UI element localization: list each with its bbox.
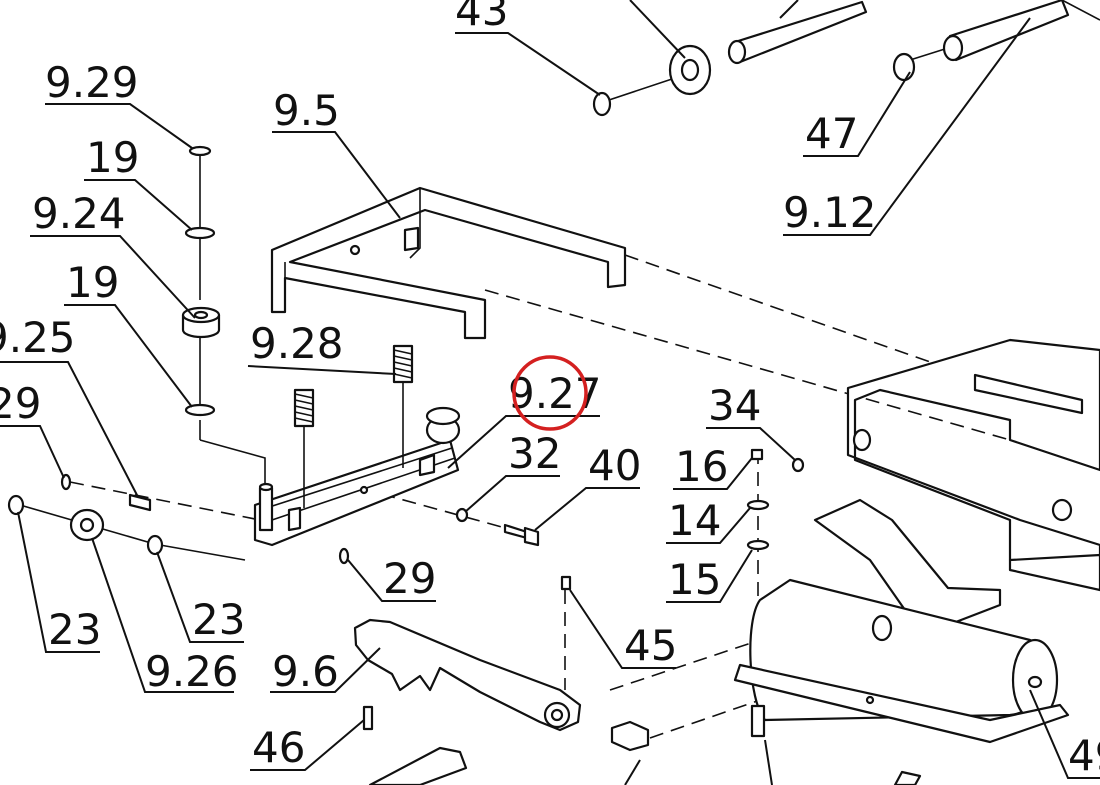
label-34: 34 bbox=[708, 381, 761, 430]
callout-29-left: 29 bbox=[0, 379, 65, 479]
nut-34 bbox=[791, 457, 805, 473]
label-47: 47 bbox=[805, 109, 858, 158]
label-9-6: 9.6 bbox=[272, 647, 339, 696]
washer-19-mid bbox=[184, 403, 216, 417]
pedal-cylinder-49 bbox=[733, 498, 1070, 744]
pin-46 bbox=[362, 705, 374, 731]
label-46: 46 bbox=[252, 723, 305, 772]
callout-15: 15 bbox=[666, 549, 753, 604]
label-49: 49 bbox=[1068, 731, 1100, 780]
callout-9-28: 9.28 bbox=[247, 319, 397, 375]
clip-16 bbox=[750, 448, 764, 461]
label-40: 40 bbox=[588, 441, 641, 490]
small-parts-left bbox=[7, 473, 350, 565]
callout-32: 32 bbox=[464, 429, 561, 513]
washer-43 bbox=[592, 91, 612, 117]
label-19-mid: 19 bbox=[66, 258, 119, 307]
callout-19-top: 19 bbox=[84, 133, 193, 231]
connector-bottom bbox=[610, 720, 650, 752]
label-9-24: 9.24 bbox=[32, 189, 126, 238]
label-9-29: 9.29 bbox=[45, 58, 139, 107]
callout-43: 43 bbox=[455, 0, 686, 96]
washer-23-left bbox=[7, 494, 25, 516]
label-32: 32 bbox=[508, 429, 561, 478]
link-9-6 bbox=[353, 575, 582, 785]
callout-49: 49 bbox=[1029, 689, 1100, 780]
clip-47 bbox=[892, 52, 916, 82]
label-9-12: 9.12 bbox=[783, 188, 877, 237]
washer-15 bbox=[746, 539, 770, 551]
bolt-assembly bbox=[455, 507, 540, 547]
lower-leaders bbox=[624, 739, 773, 785]
shaft-9-12 bbox=[948, 0, 1070, 62]
pin-29-left bbox=[60, 473, 72, 491]
callout-9-29: 9.29 bbox=[45, 58, 193, 149]
highlight-circle bbox=[512, 355, 588, 431]
label-29-left: 29 bbox=[0, 379, 41, 428]
callout-47: 47 bbox=[803, 71, 911, 158]
callout-40: 40 bbox=[534, 441, 641, 531]
base-housing bbox=[846, 338, 1100, 592]
label-43: 43 bbox=[455, 0, 508, 35]
callout-23-right: 23 bbox=[156, 551, 245, 644]
washer-14 bbox=[746, 499, 770, 511]
top-shaft-assembly bbox=[592, 0, 1100, 117]
shaft-top bbox=[733, 0, 868, 64]
label-29-bottom: 29 bbox=[383, 554, 436, 603]
label-45: 45 bbox=[624, 621, 677, 670]
label-9-25: 9.25 bbox=[0, 313, 76, 362]
pin-9-25 bbox=[128, 493, 152, 512]
pin-29-bottom bbox=[338, 547, 350, 565]
callout-34: 34 bbox=[706, 381, 796, 461]
label-14: 14 bbox=[668, 496, 721, 545]
washer-9-29 bbox=[188, 145, 212, 157]
label-23-right: 23 bbox=[192, 595, 245, 644]
bolt-40 bbox=[503, 523, 529, 540]
frame-9-5 bbox=[270, 186, 627, 340]
clip-45 bbox=[560, 575, 572, 591]
small-parts-right bbox=[610, 448, 922, 785]
callout-9-12: 9.12 bbox=[779, 0, 1031, 237]
callout-16: 16 bbox=[673, 442, 753, 491]
label-9-26: 9.26 bbox=[145, 647, 239, 696]
washer-23-right bbox=[146, 534, 164, 556]
bracket-9-27 bbox=[253, 344, 461, 547]
callout-29-bottom: 29 bbox=[347, 554, 436, 603]
label-9-5: 9.5 bbox=[273, 86, 340, 135]
label-15: 15 bbox=[668, 555, 721, 604]
callout-14: 14 bbox=[666, 496, 751, 545]
callout-9-24: 9.24 bbox=[30, 189, 196, 319]
callout-9-6: 9.6 bbox=[270, 647, 381, 696]
callout-45: 45 bbox=[569, 589, 677, 670]
callout-46: 46 bbox=[250, 719, 365, 772]
washer-32 bbox=[455, 507, 469, 523]
callout-9-25: 9.25 bbox=[0, 313, 139, 498]
washer-19-top bbox=[184, 226, 216, 240]
callout-9-26: 9.26 bbox=[91, 537, 239, 696]
label-16: 16 bbox=[675, 442, 728, 491]
label-19-top: 19 bbox=[86, 133, 139, 182]
callout-9-27: 9.27 bbox=[447, 369, 602, 469]
callout-9-5: 9.5 bbox=[272, 86, 401, 219]
callout-19-mid: 19 bbox=[64, 258, 193, 408]
washer-stack bbox=[181, 145, 221, 417]
label-9-28: 9.28 bbox=[250, 319, 344, 368]
callout-23-left: 23 bbox=[17, 511, 101, 654]
label-23-left: 23 bbox=[48, 605, 101, 654]
